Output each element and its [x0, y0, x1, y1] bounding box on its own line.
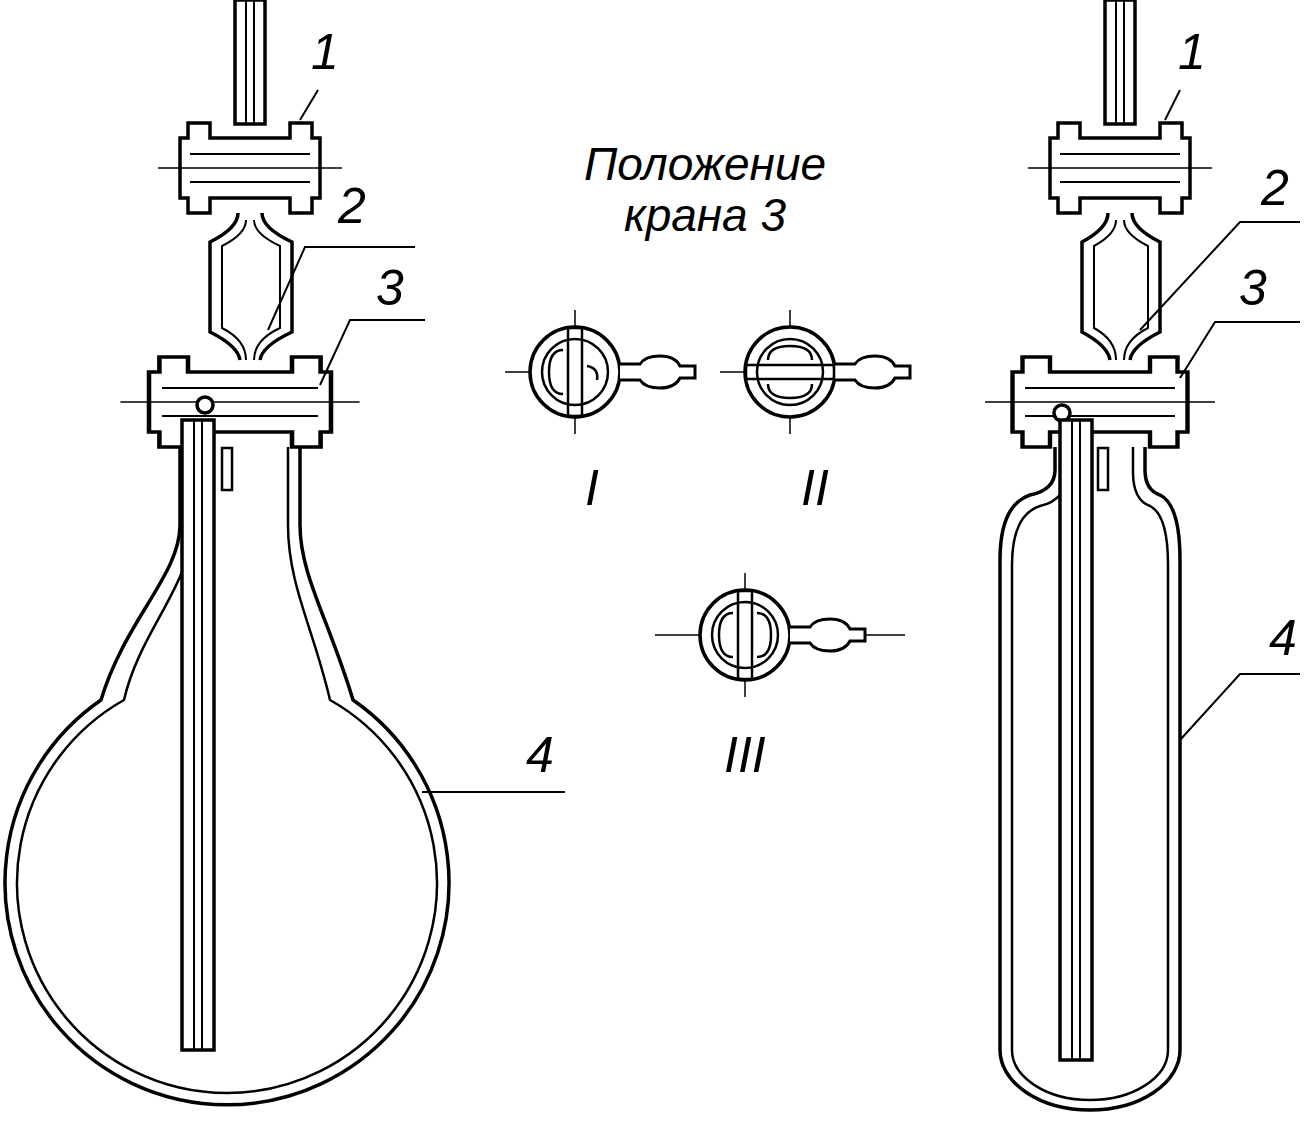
callout-number: 4: [1269, 611, 1297, 666]
callout-number: 3: [1239, 261, 1267, 316]
position-number: II: [801, 461, 829, 516]
position-number: I: [585, 461, 599, 516]
callout-number: 4: [526, 728, 554, 783]
callout-number: 1: [311, 25, 339, 80]
callout-number: 3: [376, 261, 404, 316]
callout-number: 1: [1178, 25, 1206, 80]
callout-number: 2: [338, 179, 366, 234]
callout-number: 2: [1261, 161, 1289, 216]
caption-heading: Положение крана 3: [545, 139, 865, 240]
position-number: III: [724, 728, 766, 783]
